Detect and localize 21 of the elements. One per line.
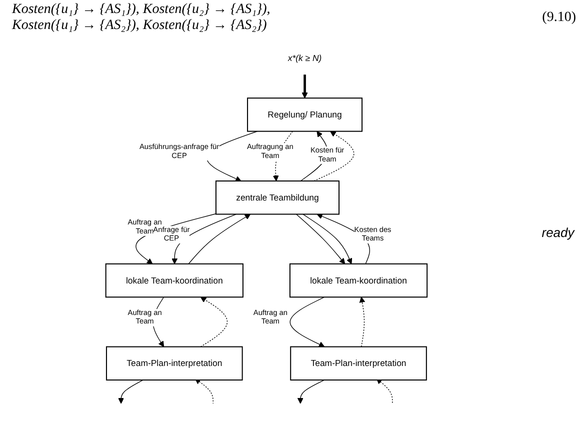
node-box: lokale Team-koordination — [289, 263, 428, 298]
arrow — [359, 296, 366, 348]
arrow — [118, 380, 144, 404]
node-box: Team-Plan-interpretation — [290, 346, 427, 380]
formula-line: Kosten({u₁} → {AS₁}), Kosten({u₂} → {AS₁}), — [12, 2, 272, 18]
arrow — [188, 214, 251, 264]
arrow — [302, 214, 352, 264]
node-box: zentrale Teambildung — [215, 180, 340, 215]
arrow — [200, 296, 228, 348]
formula-line: Kosten({u₁} → {AS₂}), Kosten({u₂} → {AS₂}) — [12, 18, 268, 34]
note-text: ready — [542, 225, 574, 240]
arrow — [314, 131, 354, 182]
arrow — [296, 214, 346, 264]
arrow — [302, 74, 308, 98]
equation-number: (9.10) — [542, 10, 576, 25]
arrow — [297, 380, 325, 404]
node-box: Team-Plan-interpretation — [106, 346, 243, 380]
arrow — [290, 296, 325, 348]
node-box: lokale Team-koordination — [105, 263, 244, 298]
node-text: x*(k ≥ N) — [288, 52, 322, 63]
node-box: Regelung/ Planung — [247, 98, 363, 132]
